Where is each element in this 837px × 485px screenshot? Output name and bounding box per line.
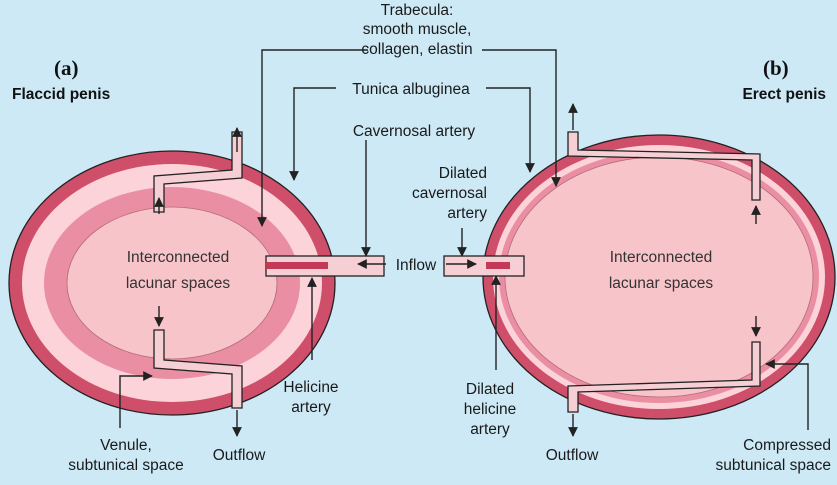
outflow-left-label: Outflow (213, 447, 266, 464)
panel-b-header: (b) Erect penis (742, 56, 826, 103)
lacunar-a-line-2: lacunar spaces (126, 275, 231, 292)
dilated-cavernosal-line-1: Dilated (439, 165, 487, 182)
tunica-albuginea-label: Tunica albuginea (352, 81, 470, 98)
trabecula-line-1: Trabecula: (381, 2, 454, 19)
panel-a-title: Flaccid penis (12, 86, 110, 103)
dilated-helicine-line-3: artery (470, 421, 510, 438)
dilated-cavernosal-label: Dilated cavernosal artery (412, 165, 487, 222)
lacunar-b-line-1: Interconnected (610, 249, 713, 266)
helicine-artery-right (486, 262, 510, 269)
trabecula-line-3: collagen, elastin (361, 41, 472, 58)
cavernosal-artery-label: Cavernosal artery (353, 123, 476, 140)
lacunar-a-line-1: Interconnected (127, 249, 230, 266)
helicine-artery-left (266, 262, 328, 269)
panel-a-header: (a) Flaccid penis (12, 56, 110, 103)
dilated-helicine-line-1: Dilated (466, 381, 514, 398)
helicine-label: Helicine artery (283, 379, 338, 416)
helicine-line-1: Helicine (283, 379, 338, 396)
dilated-cavernosal-line-2: cavernosal (412, 185, 487, 202)
compressed-line-1: Compressed (743, 437, 831, 454)
helicine-line-2: artery (291, 399, 331, 416)
panel-b-letter: (b) (763, 56, 789, 80)
venule-line-2: subtunical space (68, 457, 183, 474)
compressed-label: Compressed subtunical space (716, 437, 831, 474)
cavernosal-artery-right (444, 256, 524, 276)
venule-label: Venule, subtunical space (68, 437, 183, 474)
compressed-line-2: subtunical space (716, 457, 831, 474)
dilated-helicine-line-2: helicine (464, 401, 517, 418)
panel-b-title: Erect penis (742, 86, 826, 103)
dilated-cavernosal-line-3: artery (447, 205, 487, 222)
trabecula-label: Trabecula: smooth muscle, collagen, elas… (361, 2, 472, 58)
dilated-helicine-label: Dilated helicine artery (464, 381, 517, 438)
panel-a-letter: (a) (54, 56, 79, 80)
outflow-right-label: Outflow (546, 447, 599, 464)
trabecula-line-2: smooth muscle, (363, 21, 472, 38)
venule-line-1: Venule, (100, 437, 152, 454)
lacunar-b-line-2: lacunar spaces (609, 275, 714, 292)
inflow-label: Inflow (396, 257, 437, 274)
